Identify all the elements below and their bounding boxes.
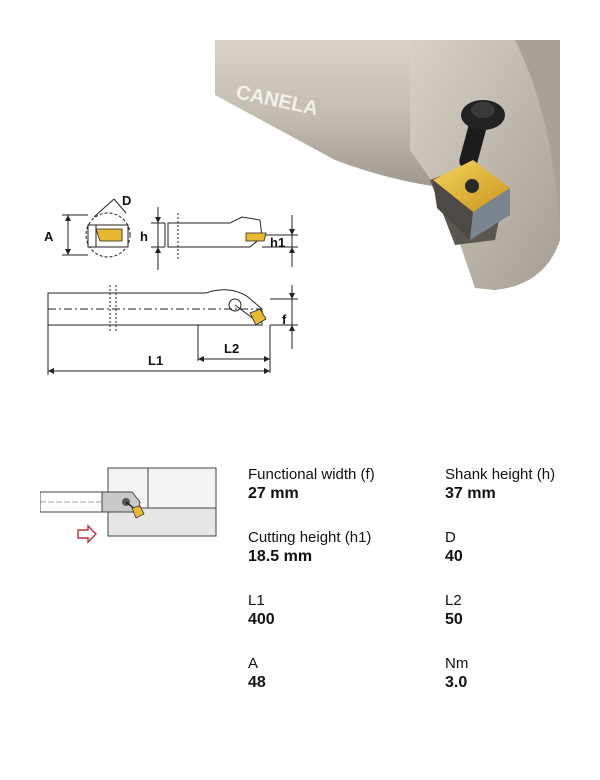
spec-label: D: [445, 529, 456, 546]
spec-label: Functional width (f): [248, 466, 375, 483]
dim-label-a: A: [44, 229, 54, 244]
spec-value: 40: [445, 548, 463, 565]
dim-label-f: f: [282, 312, 287, 327]
spec-label: L1: [248, 592, 265, 609]
spec-label: L2: [445, 592, 462, 609]
spec-l1: L1 400: [248, 591, 275, 629]
spec-functional-width: Functional width (f) 27 mm: [248, 465, 375, 503]
dim-label-l2: L2: [224, 341, 239, 356]
dim-label-h1: h1: [270, 235, 285, 250]
spec-nm: Nm 3.0: [445, 654, 468, 692]
spec-cutting-height: Cutting height (h1) 18.5 mm: [248, 528, 371, 566]
spec-value: 48: [248, 674, 266, 691]
spec-a: A 48: [248, 654, 266, 692]
dim-label-h: h: [140, 229, 148, 244]
spec-value: 3.0: [445, 674, 468, 691]
machining-setup-diagram: [40, 467, 217, 544]
dim-label-l1: L1: [148, 353, 163, 368]
spec-d: D 40: [445, 528, 463, 566]
spec-l2: L2 50: [445, 591, 463, 629]
spec-value: 400: [248, 611, 275, 628]
spec-value: 27 mm: [248, 485, 299, 502]
product-photo: CANELA: [215, 40, 560, 290]
spec-label: Nm: [445, 655, 469, 672]
spec-label: A: [248, 655, 259, 672]
spec-value: 50: [445, 611, 463, 628]
spec-label: Cutting height (h1): [248, 529, 372, 546]
spec-label: Shank height (h): [445, 466, 556, 483]
technical-drawing: D A h h1 f L2 L1: [44, 193, 298, 375]
spec-value: 37 mm: [445, 485, 496, 502]
feed-direction-arrow-icon: [77, 524, 97, 544]
dim-label-d: D: [122, 193, 131, 208]
spec-value: 18.5 mm: [248, 548, 313, 565]
spec-shank-height: Shank height (h) 37 mm: [445, 465, 555, 503]
